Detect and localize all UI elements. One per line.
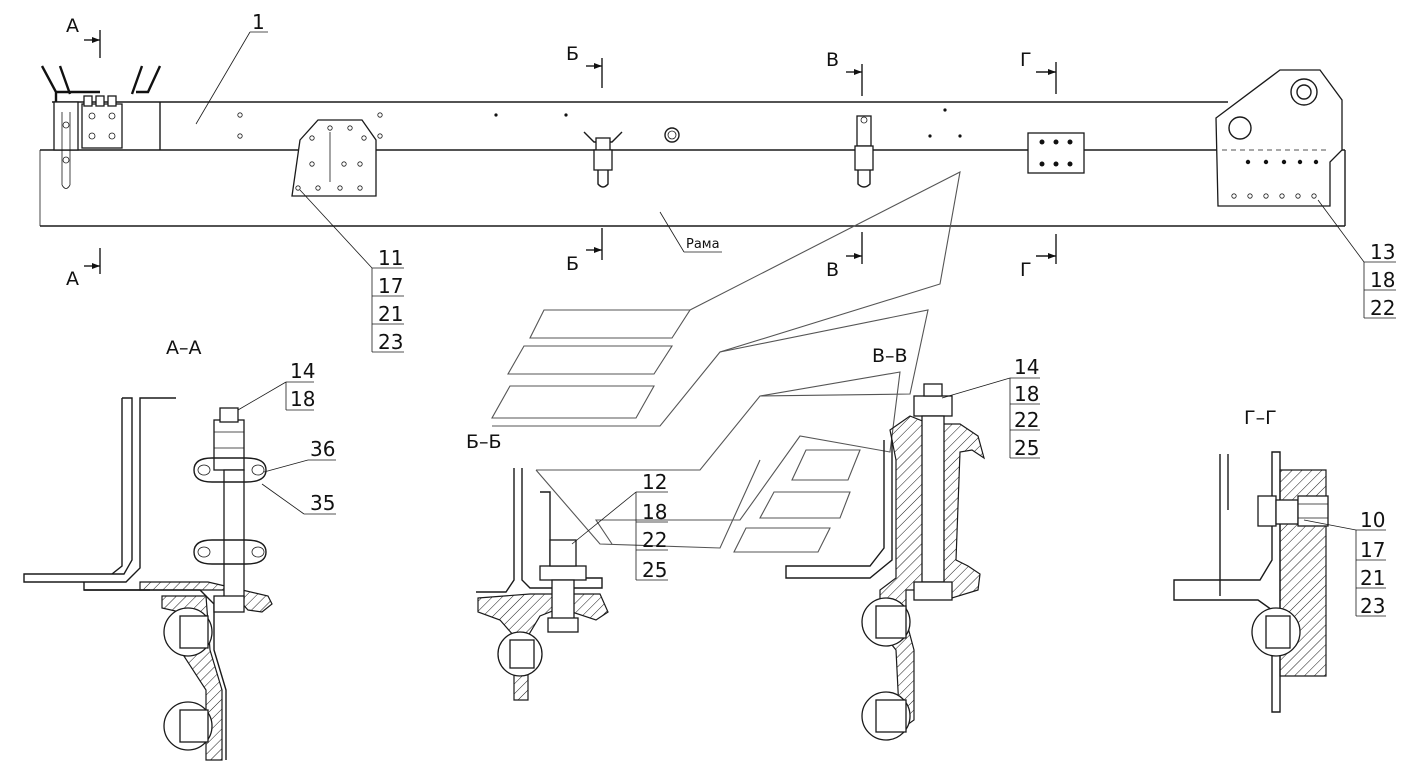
callout-left-3: 23 [378,330,403,354]
section-g-top-label: Г [1020,49,1032,71]
section-a-top-label: А [66,15,79,37]
view-gg: Г–Г 10 17 21 23 [1173,407,1386,713]
plate-11 [291,119,377,197]
callout-right-stack: 13 18 22 [1363,240,1396,320]
callout-left-0: 11 [378,246,403,270]
section-b-bottom-label: Б [566,253,579,275]
callout-right-2: 22 [1370,296,1395,320]
background-stamp-mark [491,171,961,553]
view-gg-callout-1: 17 [1360,538,1385,562]
beam-holes [237,108,962,139]
view-vv: В–В 14 18 22 25 [785,345,1040,741]
view-gg-callout-2: 21 [1360,566,1385,590]
callout-right-1: 18 [1370,268,1395,292]
view-gg-callout-3: 23 [1360,594,1385,618]
main-beam-view: А А Б Б В В Г Г 1 Рама 11 17 21 23 [39,10,1396,354]
view-gg-callout-0: 10 [1360,508,1385,532]
view-bb: Б–Б 12 18 22 25 [466,431,668,701]
view-bb-callout-0: 12 [642,470,667,494]
clamp-b [583,127,680,188]
view-gg-callout-stack: 10 17 21 23 [1355,508,1386,618]
end-bracket-13 [1215,69,1343,207]
view-gg-title: Г–Г [1244,407,1277,429]
view-vv-callout-3: 25 [1014,436,1039,460]
section-b-top-label: Б [566,43,579,65]
view-aa-callout-35: 35 [310,491,335,515]
callout-left-1: 17 [378,274,403,298]
clamp-v [854,115,874,188]
view-vv-callout-stack: 14 18 22 25 [1009,355,1040,460]
callout-left-stack: 11 17 21 23 [371,246,404,354]
view-bb-callout-2: 22 [642,528,667,552]
view-bb-callout-1: 18 [642,500,667,524]
plate-g [1027,132,1085,174]
view-aa-callout-1: 18 [290,387,315,411]
view-vv-callout-1: 18 [1014,382,1039,406]
view-bb-title: Б–Б [466,431,502,453]
callout-left-2: 21 [378,302,403,326]
view-vv-callout-2: 22 [1014,408,1039,432]
view-aa: А–А 14 18 36 35 [23,337,336,761]
section-v-top-label: В [826,49,839,71]
callout-right-0: 13 [1370,240,1395,264]
view-aa-callout-0: 14 [290,359,315,383]
section-markers [84,30,1057,274]
item-1-label: 1 [252,10,265,34]
section-g-bottom-label: Г [1020,259,1032,281]
view-vv-callout-0: 14 [1014,355,1039,379]
view-aa-callout-36: 36 [310,437,335,461]
view-aa-title: А–А [166,337,202,359]
view-bb-callout-3: 25 [642,558,667,582]
section-v-bottom-label: В [826,259,839,281]
view-vv-title: В–В [872,345,908,367]
frame-name-label: Рама [686,237,720,252]
section-a-bottom-label: А [66,268,79,290]
view-bb-callout-stack: 12 18 22 25 [635,470,668,582]
